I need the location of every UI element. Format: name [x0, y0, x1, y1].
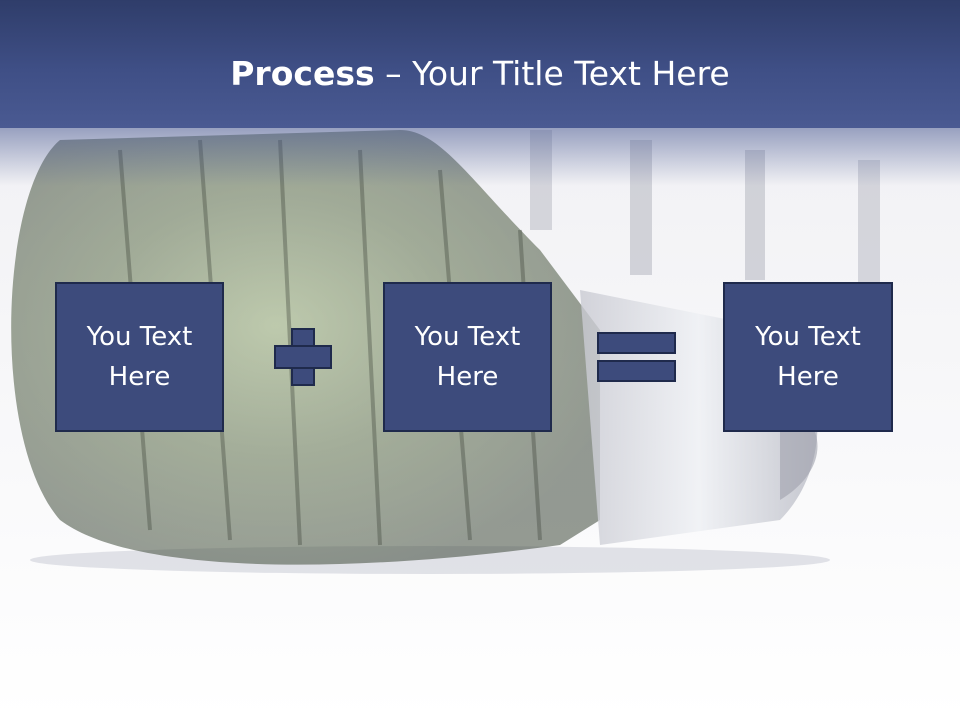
- slide-title[interactable]: Process – Your Title Text Here: [0, 52, 960, 96]
- title-bar: [0, 0, 960, 128]
- title-bar-fade: [0, 126, 960, 186]
- plus-sign-core: [293, 347, 313, 367]
- process-box-3[interactable]: You Text Here: [723, 282, 893, 432]
- process-box-2[interactable]: You Text Here: [383, 282, 552, 432]
- slide-title-bold: Process: [230, 54, 375, 93]
- equals-sign-top-bar: [597, 332, 676, 354]
- process-box-2-text: You Text Here: [414, 322, 521, 392]
- slide-title-rest: – Your Title Text Here: [374, 54, 730, 93]
- process-box-3-text: You Text Here: [755, 322, 861, 392]
- equals-sign-bottom-bar: [597, 360, 676, 382]
- process-box-1-text: You Text Here: [86, 322, 193, 392]
- process-box-1[interactable]: You Text Here: [55, 282, 224, 432]
